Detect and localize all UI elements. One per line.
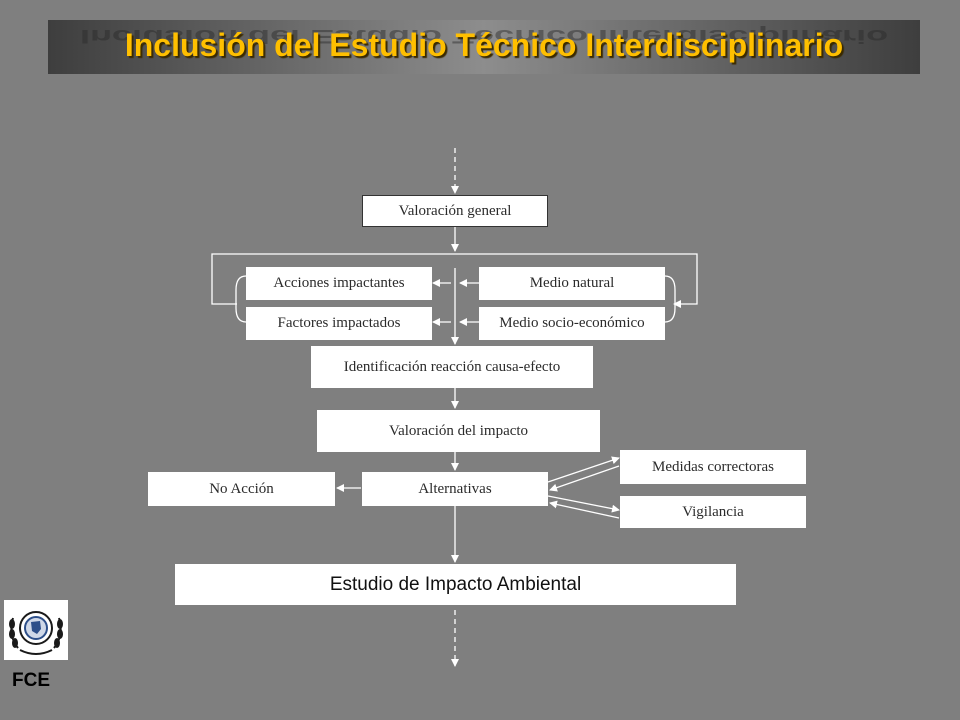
node-valoracion-impacto: Valoración del impacto — [317, 410, 600, 452]
node-medidas-correctoras: Medidas correctoras — [620, 450, 806, 484]
fce-logo-icon — [4, 600, 68, 660]
node-acciones-impactantes: Acciones impactantes — [246, 267, 432, 300]
node-factores-impactados: Factores impactados — [246, 307, 432, 340]
title-bar: Inclusión del Estudio Técnico Interdisci… — [48, 20, 920, 74]
node-valoracion-general: Valoración general — [362, 195, 548, 227]
node-vigilancia: Vigilancia — [620, 496, 806, 528]
node-medio-natural: Medio natural — [479, 267, 665, 300]
node-estudio-impacto-ambiental: Estudio de Impacto Ambiental — [175, 564, 736, 605]
node-identificacion: Identificación reacción causa-efecto — [311, 346, 593, 388]
node-medio-socio-economico: Medio socio-económico — [479, 307, 665, 340]
page-title: Inclusión del Estudio Técnico Interdisci… — [124, 27, 844, 63]
footer-label: FCE — [12, 670, 50, 691]
node-alternativas: Alternativas — [362, 472, 548, 506]
node-no-accion: No Acción — [148, 472, 335, 506]
